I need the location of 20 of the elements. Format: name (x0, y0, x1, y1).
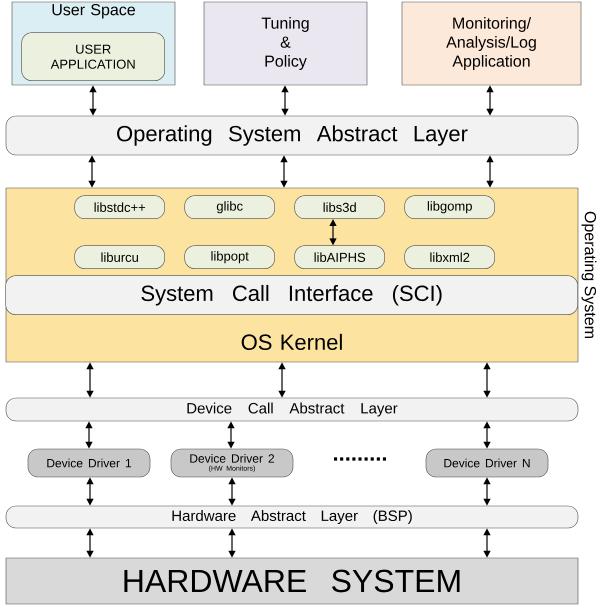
driver-box: Device Driver N (426, 448, 548, 478)
library-box: libAIPHS (294, 245, 385, 269)
layer-box: System Call Interface (SCI) (5, 275, 578, 315)
layer-box: Operating System Abstract Layer (6, 116, 578, 156)
hardware-box: HARDWARE SYSTEM (6, 558, 578, 604)
library-box: libxml2 (404, 245, 495, 269)
library-box: libstdc++ (74, 195, 165, 219)
library-box: glibc (184, 195, 275, 219)
side-label: Operating System (582, 212, 596, 338)
library-box: libgomp (404, 195, 495, 219)
library-box: libs3d (294, 195, 385, 219)
ellipsis-label: ......... (334, 457, 386, 461)
policy-box: Tuning & Policy (204, 2, 368, 86)
driver-box: Device Driver 1 (28, 448, 150, 478)
application-box: Monitoring/ Analysis/Log Application (402, 2, 582, 86)
layer-box: Device Call Abstract Layer (6, 398, 578, 422)
library-box: liburcu (74, 245, 165, 269)
layer-box: Hardware Abstract Layer (BSP) (6, 506, 578, 528)
application-box: USER APPLICATION (21, 32, 165, 81)
library-box: libpopt (184, 245, 275, 269)
